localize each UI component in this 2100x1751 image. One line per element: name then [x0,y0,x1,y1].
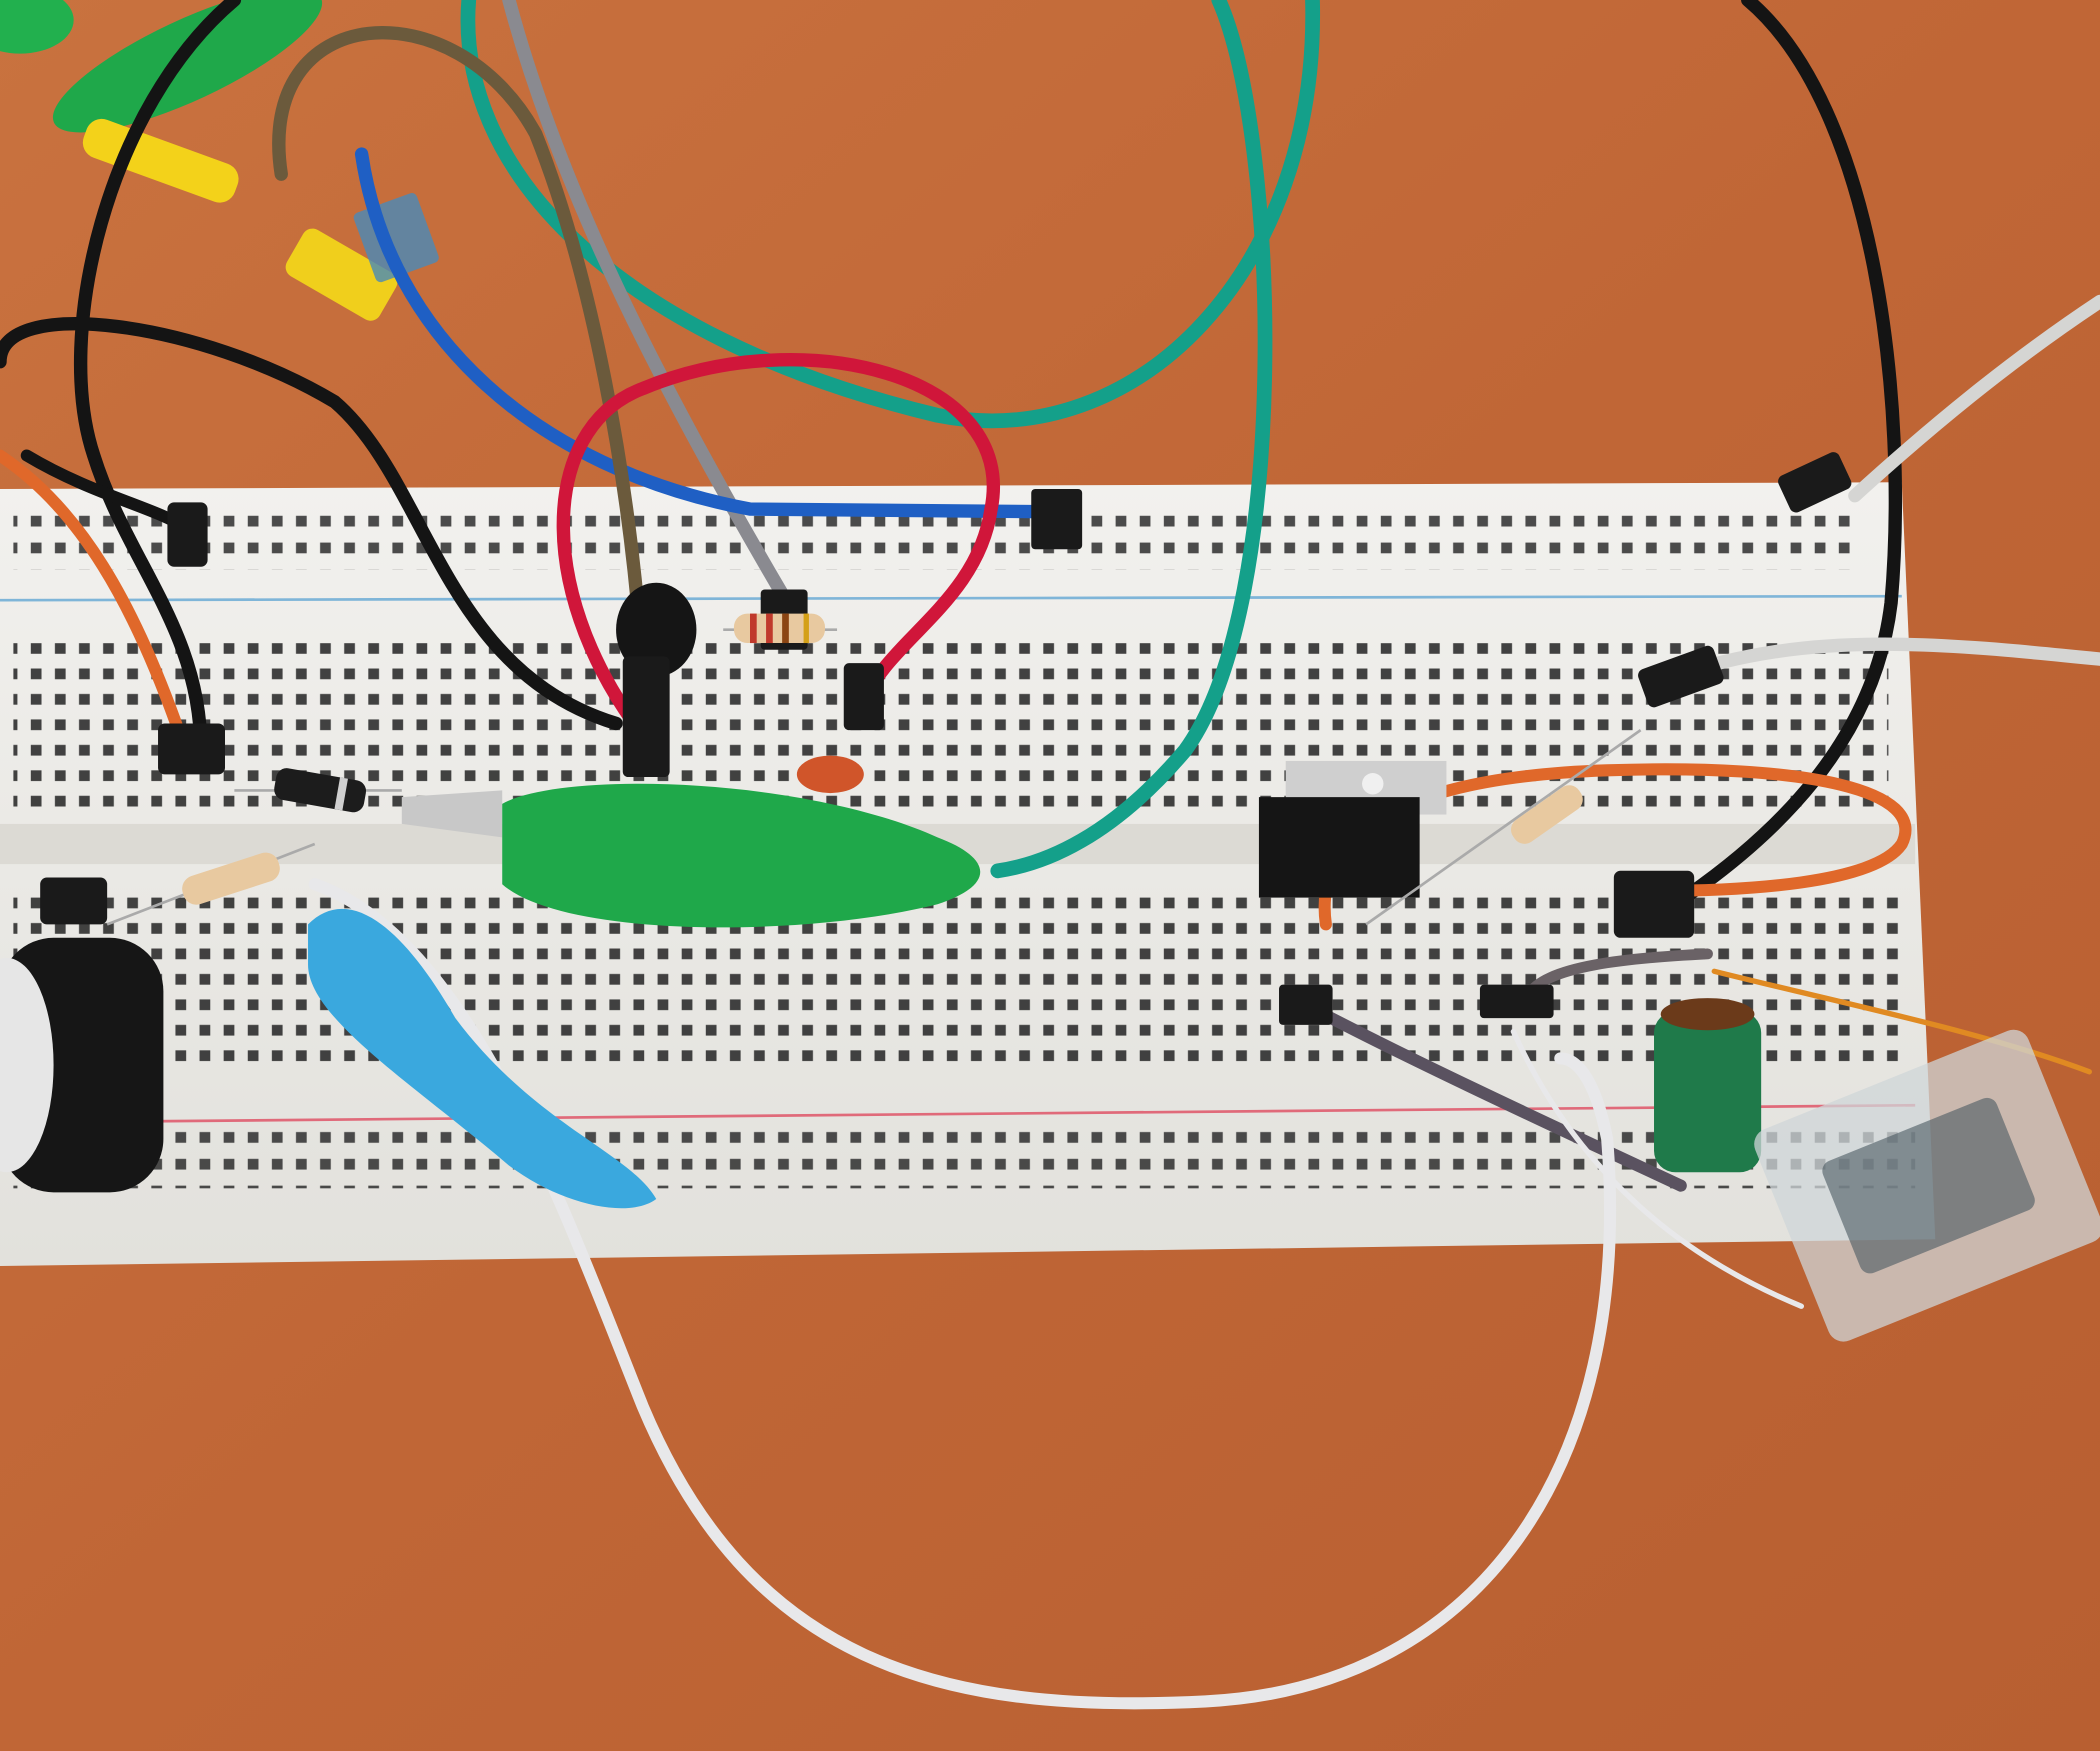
ceramic-capacitor [796,755,864,794]
resistor-top [723,613,838,644]
voltage-regulator [1258,760,1447,898]
green-clip-corner [0,0,74,54]
blue-alligator-clip [308,908,657,1209]
wire-olive [272,25,650,677]
top-power-rail-holes [13,509,1862,570]
wire-blue [354,147,1065,519]
green-clip-top [52,0,323,133]
bottom-power-rail-holes [13,1128,1916,1189]
jumper-pin-11 [40,877,108,925]
transistor [616,582,697,677]
jumper-pin-5 [843,663,884,731]
jumper-pin-1 [167,502,208,567]
wire-purple-grey [1299,998,1687,1192]
wire-red [556,352,1000,751]
components [0,452,2100,1342]
relay [1754,1029,2100,1342]
jumper-pin-3 [1031,488,1083,550]
wire-teal-long [990,0,1273,879]
jumper-pin-6 [1778,452,1852,513]
diode [234,768,402,813]
yellow-clip [82,118,239,203]
wire-white-thin [1510,1028,1805,1309]
wire-light-grey-right [1667,637,2100,684]
wire-orange-thin [1711,968,2092,1075]
green-alligator-clip [401,783,981,928]
jumper-pin-2 [158,723,225,775]
wire-black-right [1647,0,1903,925]
jumper-pin-10 [1479,984,1554,1019]
wire-black-left [0,317,623,731]
wire-orange-left [0,449,187,743]
resistor-right [1365,729,1642,926]
jumper-pin-7 [1638,645,1724,708]
electrolytic-capacitor [0,937,164,1193]
wire-black-long-left [73,0,242,757]
transistor-base [622,656,670,778]
inductor [1654,998,1762,1173]
jumper-pin-8 [1613,870,1695,938]
wire-grey [502,0,791,603]
jumper-pin-9 [1279,984,1333,1025]
wire-light-grey-top-right [1848,294,2100,503]
resistor-lower-left [106,842,316,926]
yellow-connector [285,228,398,321]
